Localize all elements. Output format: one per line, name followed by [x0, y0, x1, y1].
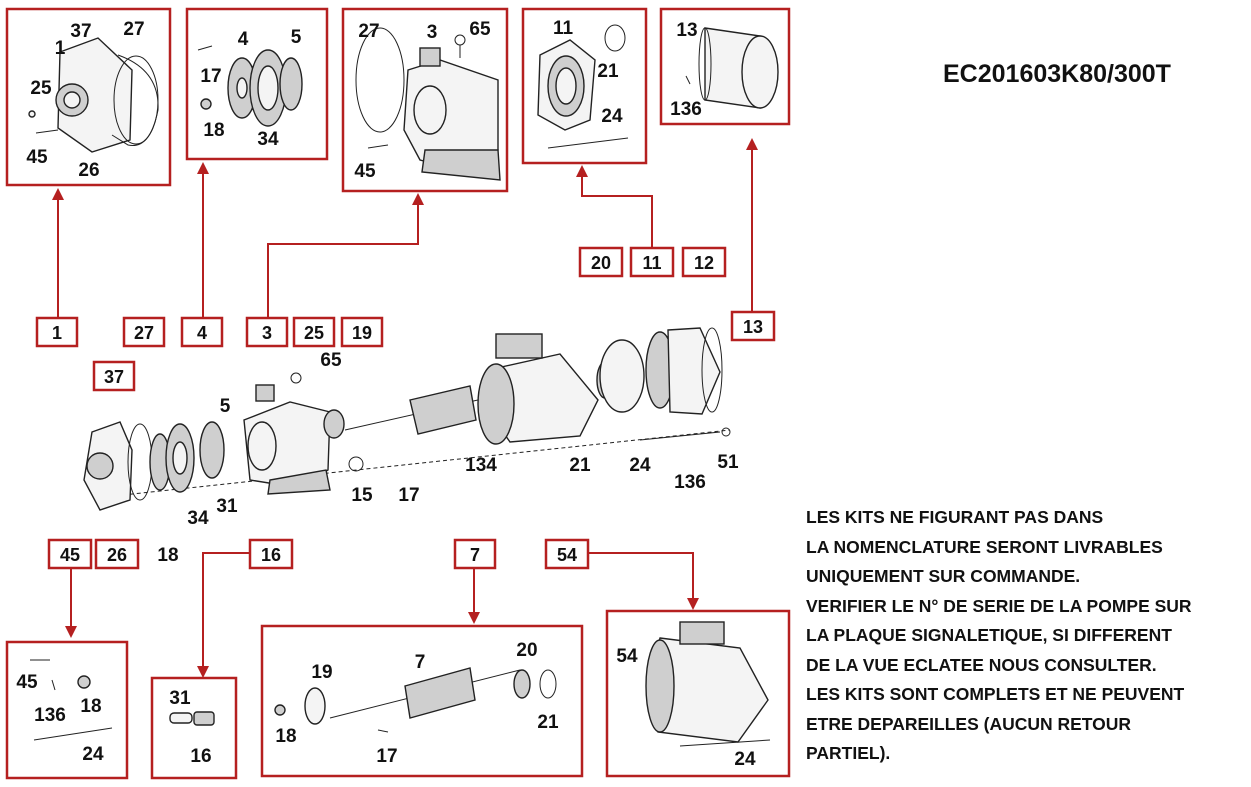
connector-arrows — [52, 138, 758, 678]
main-label-31: 31 — [216, 496, 238, 517]
main-label-34: 34 — [187, 508, 209, 529]
main-view-labels: 65 5 34 31 18 15 17 134 21 24 136 51 — [157, 350, 739, 566]
tag-11: 11 — [642, 253, 661, 273]
main-label-24: 24 — [629, 455, 651, 476]
tag-3: 3 — [262, 323, 272, 343]
kit13-label-136: 136 — [670, 99, 702, 120]
kit-11-box: 11 21 24 — [521, 7, 648, 165]
main-label-15: 15 — [351, 485, 373, 506]
notice-line: UNIQUEMENT SUR COMMANDE. — [806, 566, 1081, 586]
kit16-label-16: 16 — [190, 746, 211, 767]
kit11-label-24: 24 — [601, 106, 623, 127]
kit3-label-45: 45 — [354, 161, 376, 182]
kit7-label-21: 21 — [537, 712, 559, 733]
notice-line: LA NOMENCLATURE SERONT LIVRABLES — [806, 536, 1163, 557]
kit-45-box: 45 136 18 24 — [5, 640, 129, 780]
tag-27: 27 — [134, 323, 154, 343]
tag-13: 13 — [743, 317, 763, 337]
kit1-label-45: 45 — [26, 147, 48, 168]
notice-line: ETRE DEPAREILLES (AUCUN RETOUR — [806, 713, 1132, 734]
reference-tags: 1 27 4 3 25 19 37 20 11 12 13 45 26 16 7… — [35, 246, 776, 570]
kit7-label-19: 19 — [311, 662, 332, 683]
tag-45: 45 — [60, 545, 80, 565]
kit11-label-11: 11 — [553, 18, 574, 39]
kit1-label-26: 26 — [78, 160, 99, 181]
tag-20: 20 — [591, 253, 611, 273]
kit7-label-20: 20 — [516, 640, 537, 661]
kit7-label-17: 17 — [376, 746, 397, 767]
kit-13-box: 13 136 — [659, 7, 791, 126]
kit4-label-5: 5 — [291, 27, 302, 48]
notice-line: LES KITS SONT COMPLETS ET NE PEUVENT — [806, 684, 1185, 704]
tag-7: 7 — [470, 545, 480, 565]
main-label-17: 17 — [398, 485, 419, 506]
model-reference-title: EC201603K80/300T — [943, 60, 1171, 88]
main-label-65: 65 — [320, 350, 342, 371]
kit3-label-3: 3 — [427, 22, 438, 43]
kit-1-box: 37 27 1 25 45 26 — [5, 7, 172, 187]
kit1-label-37: 37 — [70, 21, 91, 42]
tag-4: 4 — [197, 323, 207, 343]
main-label-51: 51 — [717, 452, 739, 473]
tag-12: 12 — [694, 253, 714, 273]
notice-line: LES KITS NE FIGURANT PAS DANS — [806, 507, 1104, 527]
notice-line: VERIFIER LE N° DE SERIE DE LA POMPE SUR — [806, 595, 1192, 616]
kit45-label-18: 18 — [80, 696, 101, 717]
kit54-label-54: 54 — [616, 646, 638, 667]
kit4-label-17: 17 — [200, 66, 221, 87]
kit1-label-27: 27 — [123, 19, 144, 40]
main-label-136: 136 — [674, 472, 706, 493]
notice-line: LA PLAQUE SIGNALETIQUE, SI DIFFERENT — [806, 625, 1172, 645]
main-exploded-assembly — [83, 327, 731, 511]
tag-54: 54 — [557, 545, 577, 565]
kit13-label-13: 13 — [676, 20, 697, 41]
kit-notice-text: LES KITS NE FIGURANT PAS DANS LA NOMENCL… — [806, 503, 1246, 769]
kit-4-box: 4 5 17 18 34 — [185, 7, 329, 161]
kit7-label-7: 7 — [415, 652, 426, 673]
tag-19: 19 — [352, 323, 372, 343]
notice-line: PARTIEL). — [806, 743, 891, 763]
kit1-label-1: 1 — [55, 38, 66, 59]
main-label-5: 5 — [220, 396, 231, 417]
kit-3-box: 27 3 65 45 — [341, 7, 509, 193]
kit4-label-18: 18 — [203, 120, 224, 141]
tag-26: 26 — [107, 545, 127, 565]
notice-line: DE LA VUE ECLATEE NOUS CONSULTER. — [806, 654, 1157, 675]
kit3-label-65: 65 — [469, 19, 491, 40]
kit54-label-24: 24 — [734, 749, 756, 770]
kit-16-box: 31 16 — [150, 676, 238, 780]
main-label-18: 18 — [157, 545, 178, 566]
main-label-134: 134 — [465, 455, 497, 476]
kit4-label-4: 4 — [238, 29, 249, 50]
tag-37: 37 — [104, 367, 124, 387]
kit16-label-31: 31 — [169, 688, 191, 709]
kit45-label-45: 45 — [16, 672, 38, 693]
kit3-label-27: 27 — [358, 21, 379, 42]
tag-1: 1 — [52, 323, 62, 343]
kit-54-box: 54 24 — [605, 609, 791, 778]
tag-16: 16 — [261, 545, 281, 565]
kit1-label-25: 25 — [30, 78, 52, 99]
kit4-label-34: 34 — [257, 129, 279, 150]
kit7-label-18: 18 — [275, 726, 296, 747]
kit45-label-136: 136 — [34, 705, 66, 726]
tag-25: 25 — [304, 323, 324, 343]
main-label-21: 21 — [569, 455, 591, 476]
kit45-label-24: 24 — [82, 744, 104, 765]
kit11-label-21: 21 — [597, 61, 619, 82]
kit-7-box: 19 7 20 18 17 21 — [260, 624, 584, 778]
